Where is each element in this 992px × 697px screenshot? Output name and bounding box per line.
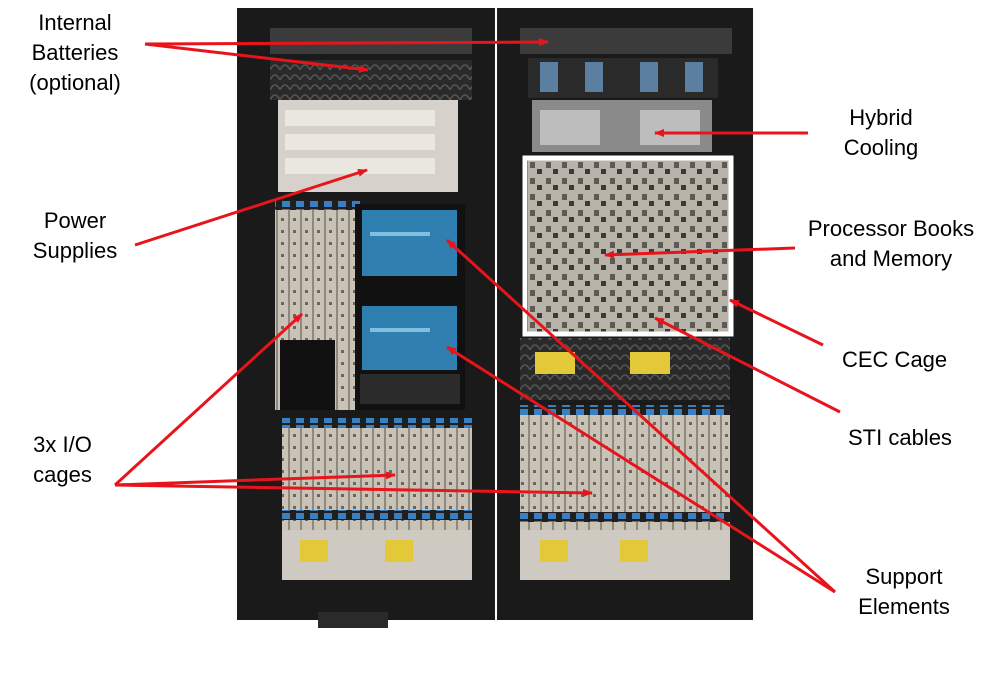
left-cable-bundle	[270, 60, 472, 100]
label-power-supplies: Power Supplies	[32, 208, 118, 263]
arrow-sti-cables	[654, 316, 841, 414]
cec-cage-outline	[522, 155, 734, 337]
arrow-support-element-2	[446, 345, 836, 594]
arrow-batteries-right	[144, 38, 549, 47]
arrow-io-cage-3	[114, 483, 593, 497]
arrow-support-element-1	[445, 238, 837, 594]
callout-arrows	[113, 38, 841, 594]
processor-books	[528, 158, 730, 334]
label-internal-batteries: Internal Batteries (optional)	[29, 10, 121, 95]
arrow-processor-books	[604, 246, 796, 259]
label-hybrid-cooling: Hybrid Cooling	[843, 105, 919, 160]
label-io-cages: 3x I/O cages	[33, 432, 92, 487]
arrow-io-cage-1	[113, 312, 304, 487]
label-cec-cage: CEC Cage	[842, 347, 948, 372]
arrow-batteries-left	[144, 42, 369, 73]
label-support-elements: Support Elements	[858, 564, 950, 619]
arrow-power-supplies	[134, 168, 368, 247]
label-processor-books: Processor Books and Memory	[807, 216, 975, 271]
right-battery-panel	[520, 28, 732, 54]
left-battery-panel	[270, 28, 472, 54]
right-io-cage	[520, 405, 730, 533]
arrow-cec-cage	[729, 298, 824, 347]
left-frame	[237, 8, 495, 628]
arrow-io-cage-2	[114, 471, 396, 487]
right-frame	[497, 8, 753, 620]
label-sti-cables: STI cables	[848, 425, 952, 450]
